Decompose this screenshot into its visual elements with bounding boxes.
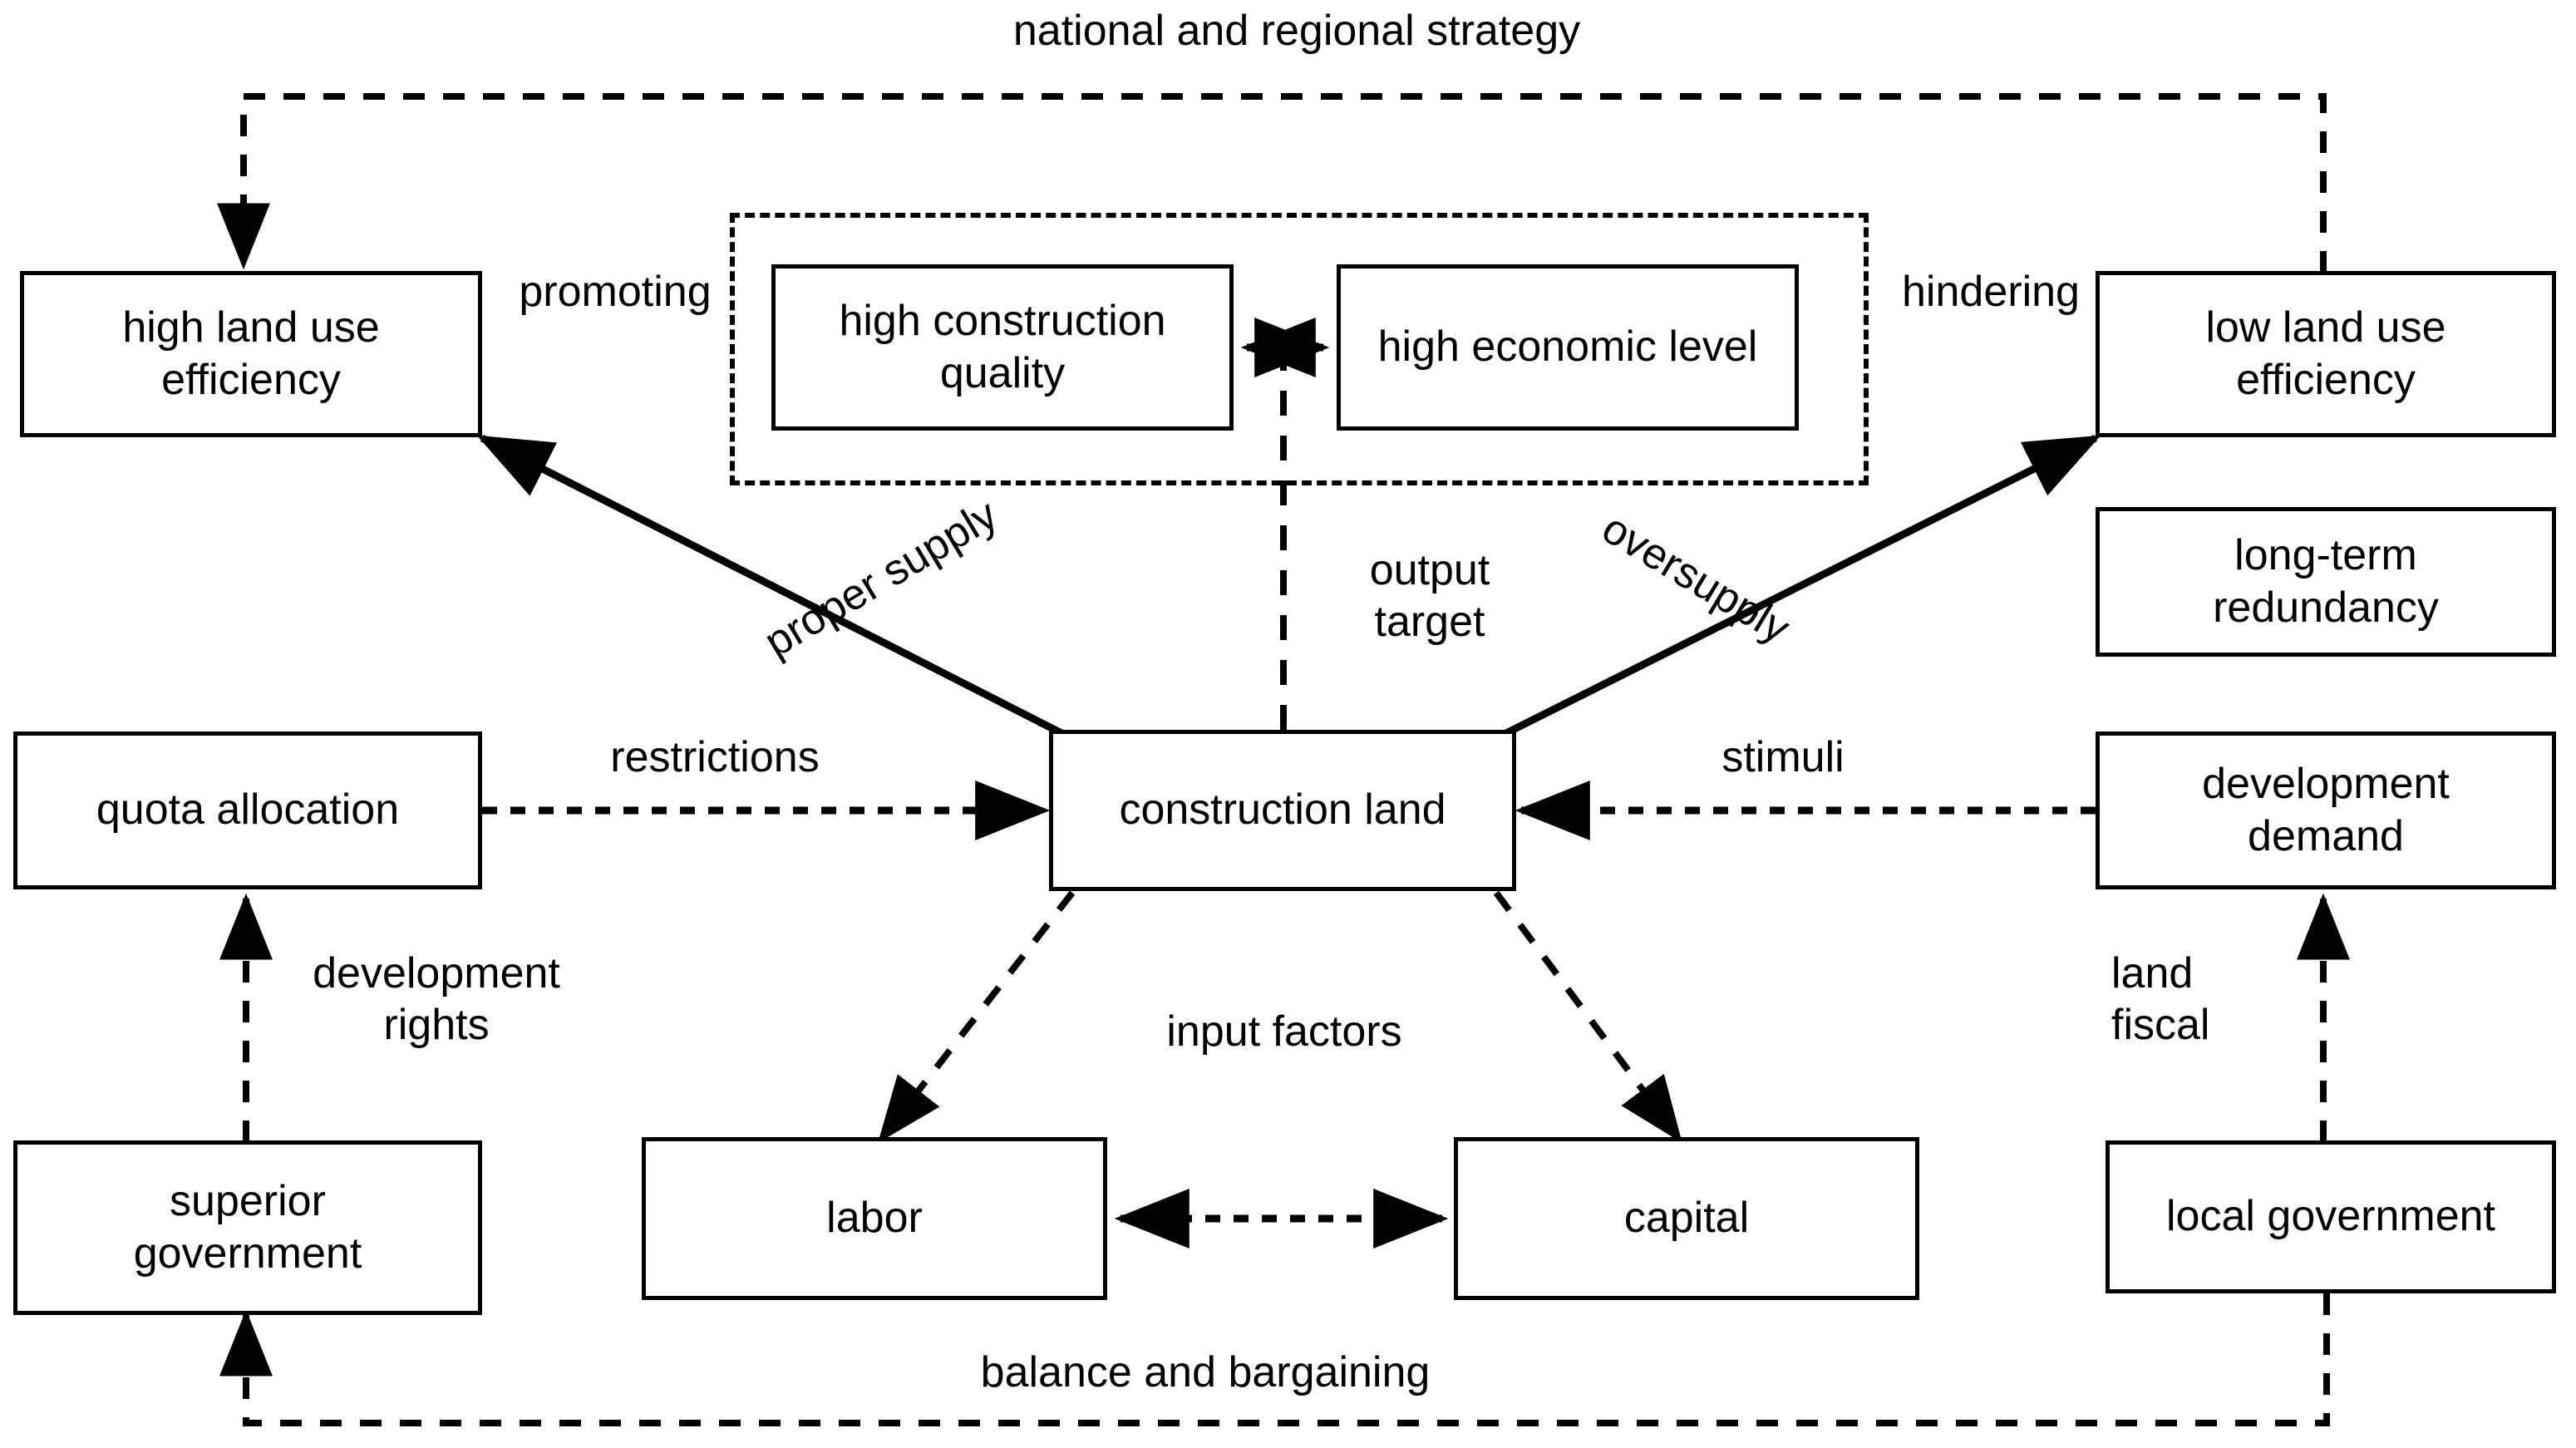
node-development-demand[interactable]: development demand [2096,731,2556,889]
node-label-line: government [133,1229,362,1278]
node-quota-allocation[interactable]: quota allocation [13,731,482,889]
node-high-construction-quality[interactable]: high construction quality [771,264,1234,431]
edge-label-development-rights: development rights [270,948,603,1052]
edge-label-output-target: output target [1330,544,1529,648]
edge-label-input-factors: input factors [1166,1007,1402,1056]
node-label-line: efficiency [2236,356,2416,404]
node-low-land-use-efficiency[interactable]: low land use efficiency [2096,271,2556,437]
node-construction-land[interactable]: construction land [1049,730,1516,891]
node-local-government[interactable]: local government [2106,1140,2556,1293]
edge-label-hindering: hindering [1902,268,2080,316]
node-label-line: efficiency [161,356,341,404]
node-label-line: high land use [122,303,380,352]
edge-label-land-fiscal: land fiscal [2111,948,2361,1052]
node-high-economic-level[interactable]: high economic level [1337,264,1799,431]
node-label-line: construction land [1119,786,1446,835]
node-label-line: local government [2166,1192,2495,1241]
node-capital[interactable]: capital [1454,1137,1919,1300]
node-label-line: superior [170,1176,326,1225]
node-label-line: redundancy [2213,584,2439,632]
edge-label-promoting: promoting [519,268,712,316]
edge-label-stimuli: stimuli [1721,733,1845,781]
node-label-line: long-term [2234,530,2417,579]
node-label-line: low land use [2205,303,2446,352]
node-long-term-redundancy[interactable]: long-term redundancy [2096,507,2556,657]
node-labor[interactable]: labor [642,1137,1107,1300]
node-superior-government[interactable]: superior government [13,1140,482,1315]
node-label-line: labor [826,1194,923,1243]
edge-label-line: target [1374,598,1485,647]
edge-label-line: rights [383,1001,490,1050]
edge-label-line: land [2111,949,2194,997]
edge-label-oversupply: oversupply [1593,504,1798,653]
node-label-line: development [2202,759,2450,808]
edge-label-line: development [313,949,560,997]
edge-label-proper-supply: proper supply [756,490,1006,667]
node-label-line: high economic level [1377,323,1758,372]
node-high-land-use-efficiency[interactable]: high land use efficiency [20,271,482,437]
node-label-line: quality [939,349,1066,397]
edge-label-national-and-regional-strategy: national and regional strategy [1012,7,1581,55]
edge-label-restrictions: restrictions [610,733,820,781]
edge-label-balance-and-bargaining: balance and bargaining [980,1348,1431,1396]
node-label-line: capital [1623,1194,1750,1243]
node-label-line: demand [2248,812,2404,860]
node-label-line: high construction [839,296,1166,345]
edge-label-line: fiscal [2111,1001,2210,1050]
node-label-line: quota allocation [96,786,400,835]
edge-label-line: output [1369,546,1490,594]
